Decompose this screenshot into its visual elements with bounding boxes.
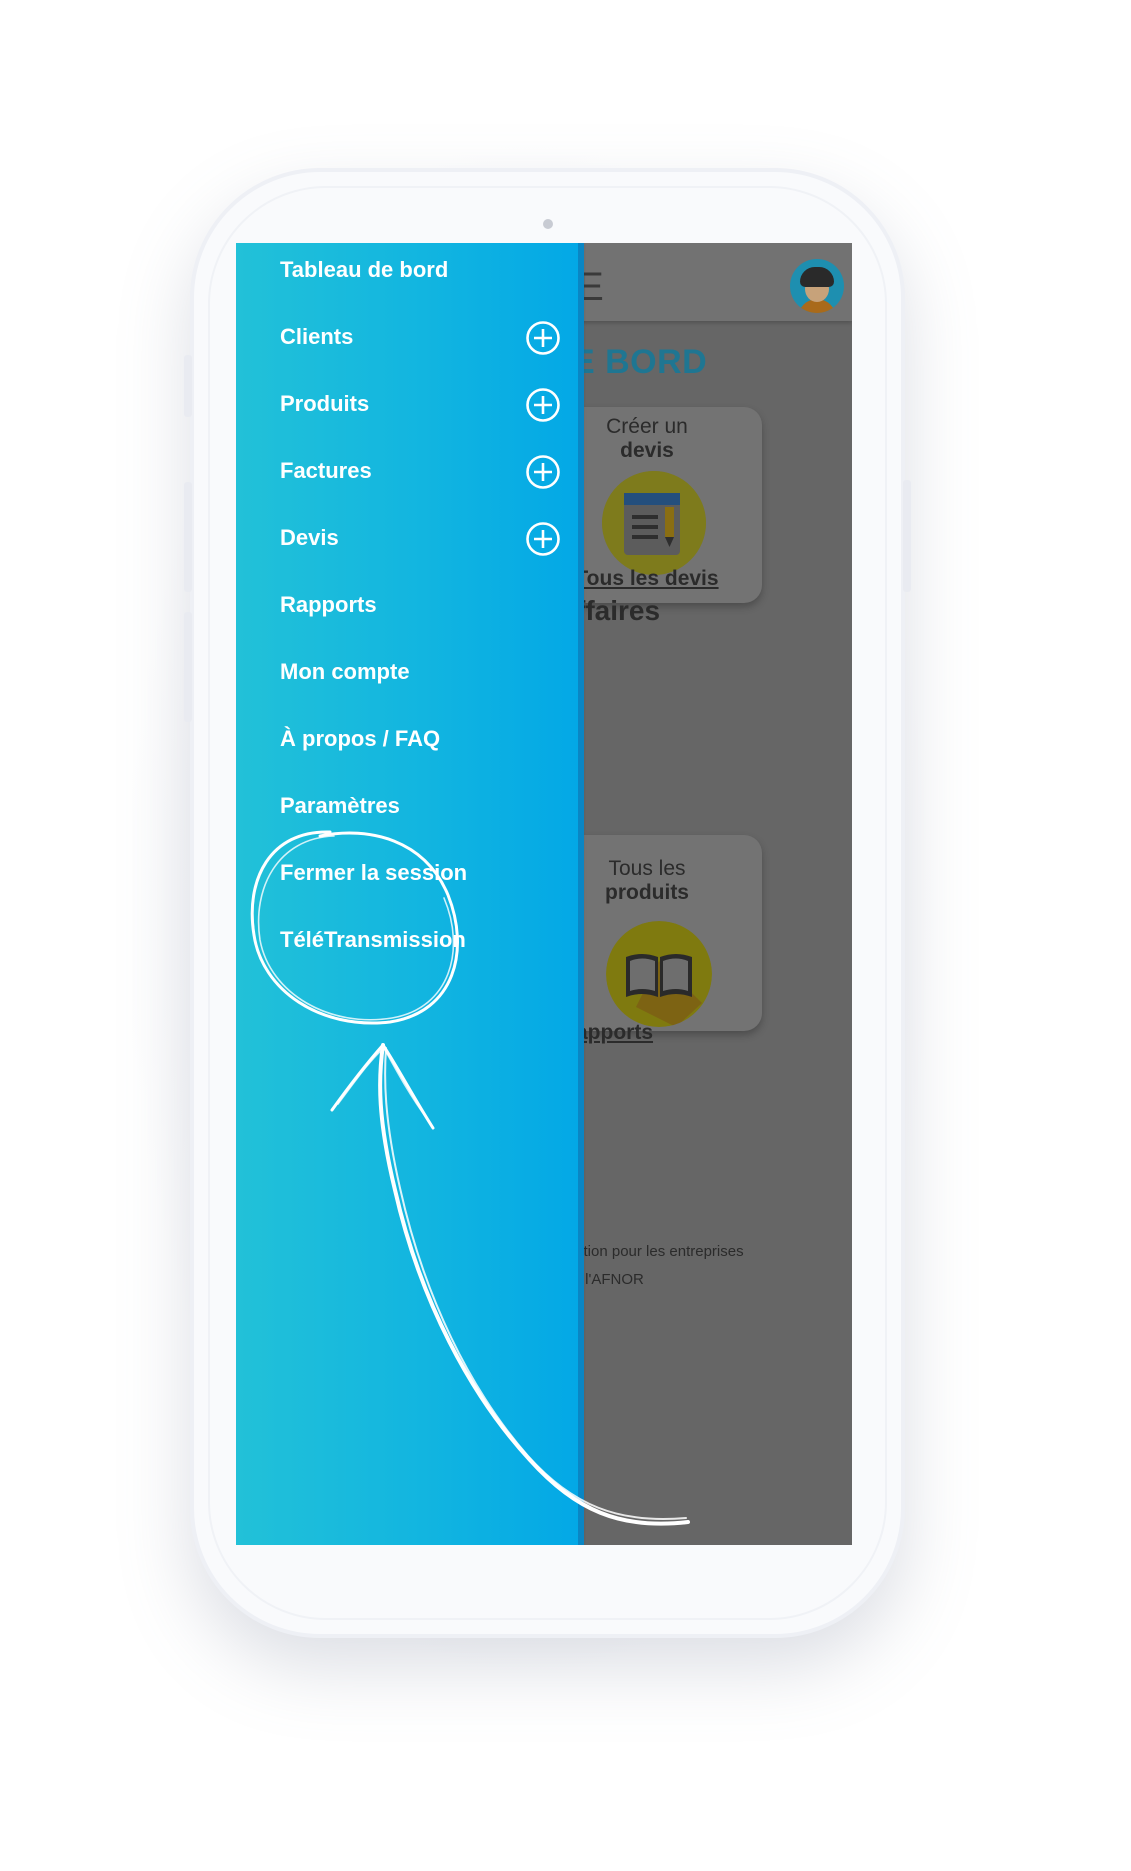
menu-item-fermer-la-session[interactable]: Fermer la session	[236, 846, 578, 906]
menu-label: Clients	[280, 324, 354, 349]
document-pencil-icon	[602, 471, 706, 575]
side-button-left-1	[184, 355, 192, 417]
card-devis-line2: devis	[620, 439, 674, 462]
menu-item-factures[interactable]: Factures	[236, 444, 578, 504]
menu-label: Factures	[280, 458, 372, 483]
card-devis-line1: Créer un	[606, 415, 688, 438]
phone-bezel	[208, 186, 887, 1620]
plus-circle-icon[interactable]	[525, 454, 561, 490]
menu-label: Paramètres	[280, 793, 400, 818]
page-heading: E BORD	[572, 343, 708, 381]
drawer-edge	[578, 243, 584, 1545]
plus-circle-icon[interactable]	[525, 521, 561, 557]
section-affaires: ffaires	[576, 595, 661, 626]
menu-label: TéléTransmission	[280, 927, 466, 952]
footer-text-1: stion pour les entreprises	[576, 1243, 744, 1260]
menu-label: Fermer la session	[280, 860, 468, 885]
open-book-icon	[606, 921, 712, 1027]
menu-label: Mon compte	[280, 659, 410, 684]
all-devis-link[interactable]: Tous les devis	[575, 567, 719, 590]
menu-item-mon-compte[interactable]: Mon compte	[236, 645, 578, 705]
phone-screen: IE E BORD Créer un devis	[236, 243, 852, 1545]
rapports-link[interactable]: apports	[576, 1021, 654, 1044]
user-avatar-icon[interactable]	[790, 259, 844, 313]
menu-item-produits[interactable]: Produits	[236, 377, 578, 437]
menu-item-teletransmission[interactable]: TéléTransmission	[236, 913, 578, 973]
camera-icon	[543, 219, 553, 229]
card-produits-line2: produits	[605, 881, 689, 904]
plus-circle-icon[interactable]	[525, 387, 561, 423]
menu-item-tableau-de-bord[interactable]: Tableau de bord	[236, 243, 578, 303]
side-button-left-2	[184, 482, 192, 592]
menu-label: Rapports	[280, 592, 377, 617]
menu-item-parametres[interactable]: Paramètres	[236, 779, 578, 839]
menu-label: À propos / FAQ	[280, 726, 441, 751]
footer-text-2: r l'AFNOR	[576, 1271, 644, 1288]
menu-item-clients[interactable]: Clients	[236, 310, 578, 370]
menu-item-devis[interactable]: Devis	[236, 511, 578, 571]
menu-label: Produits	[280, 391, 370, 416]
side-button-left-3	[184, 612, 192, 722]
card-produits-line1: Tous les	[608, 857, 686, 880]
side-button-right	[903, 480, 911, 592]
menu-item-rapports[interactable]: Rapports	[236, 578, 578, 638]
plus-circle-icon[interactable]	[525, 320, 561, 356]
menu-label: Devis	[280, 525, 339, 550]
menu-label: Tableau de bord	[280, 257, 449, 282]
navigation-drawer: Tableau de bord Clients Produits Facture…	[236, 243, 578, 1545]
menu-item-a-propos-faq[interactable]: À propos / FAQ	[236, 712, 578, 772]
